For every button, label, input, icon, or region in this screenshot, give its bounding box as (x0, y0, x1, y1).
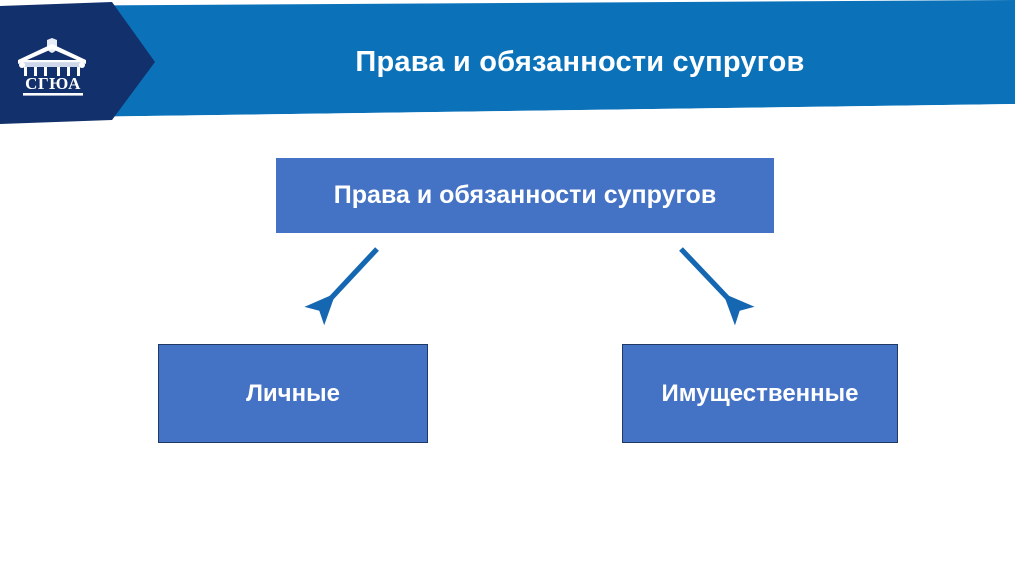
page-title: Права и обязанности супругов (355, 46, 805, 78)
header-seam (0, 104, 1015, 124)
diagram-node-personal[interactable]: Личные (158, 344, 428, 443)
diagram-node-personal-label: Личные (246, 379, 340, 407)
diagram-node-root[interactable]: Права и обязанности супругов (276, 158, 774, 233)
diagram-node-property-label: Имущественные (661, 379, 859, 407)
arrow-root-to-personal (304, 247, 379, 326)
diagram-node-root-label: Права и обязанности супругов (333, 181, 717, 209)
pediment-icon (18, 38, 86, 76)
logo-base-bar (23, 93, 83, 96)
diagram-node-property[interactable]: Имущественные (622, 344, 898, 443)
sgua-logo-text: СГЮА (25, 74, 81, 93)
arrow-root-to-property (679, 247, 755, 326)
sgua-logo: СГЮА (14, 38, 92, 98)
